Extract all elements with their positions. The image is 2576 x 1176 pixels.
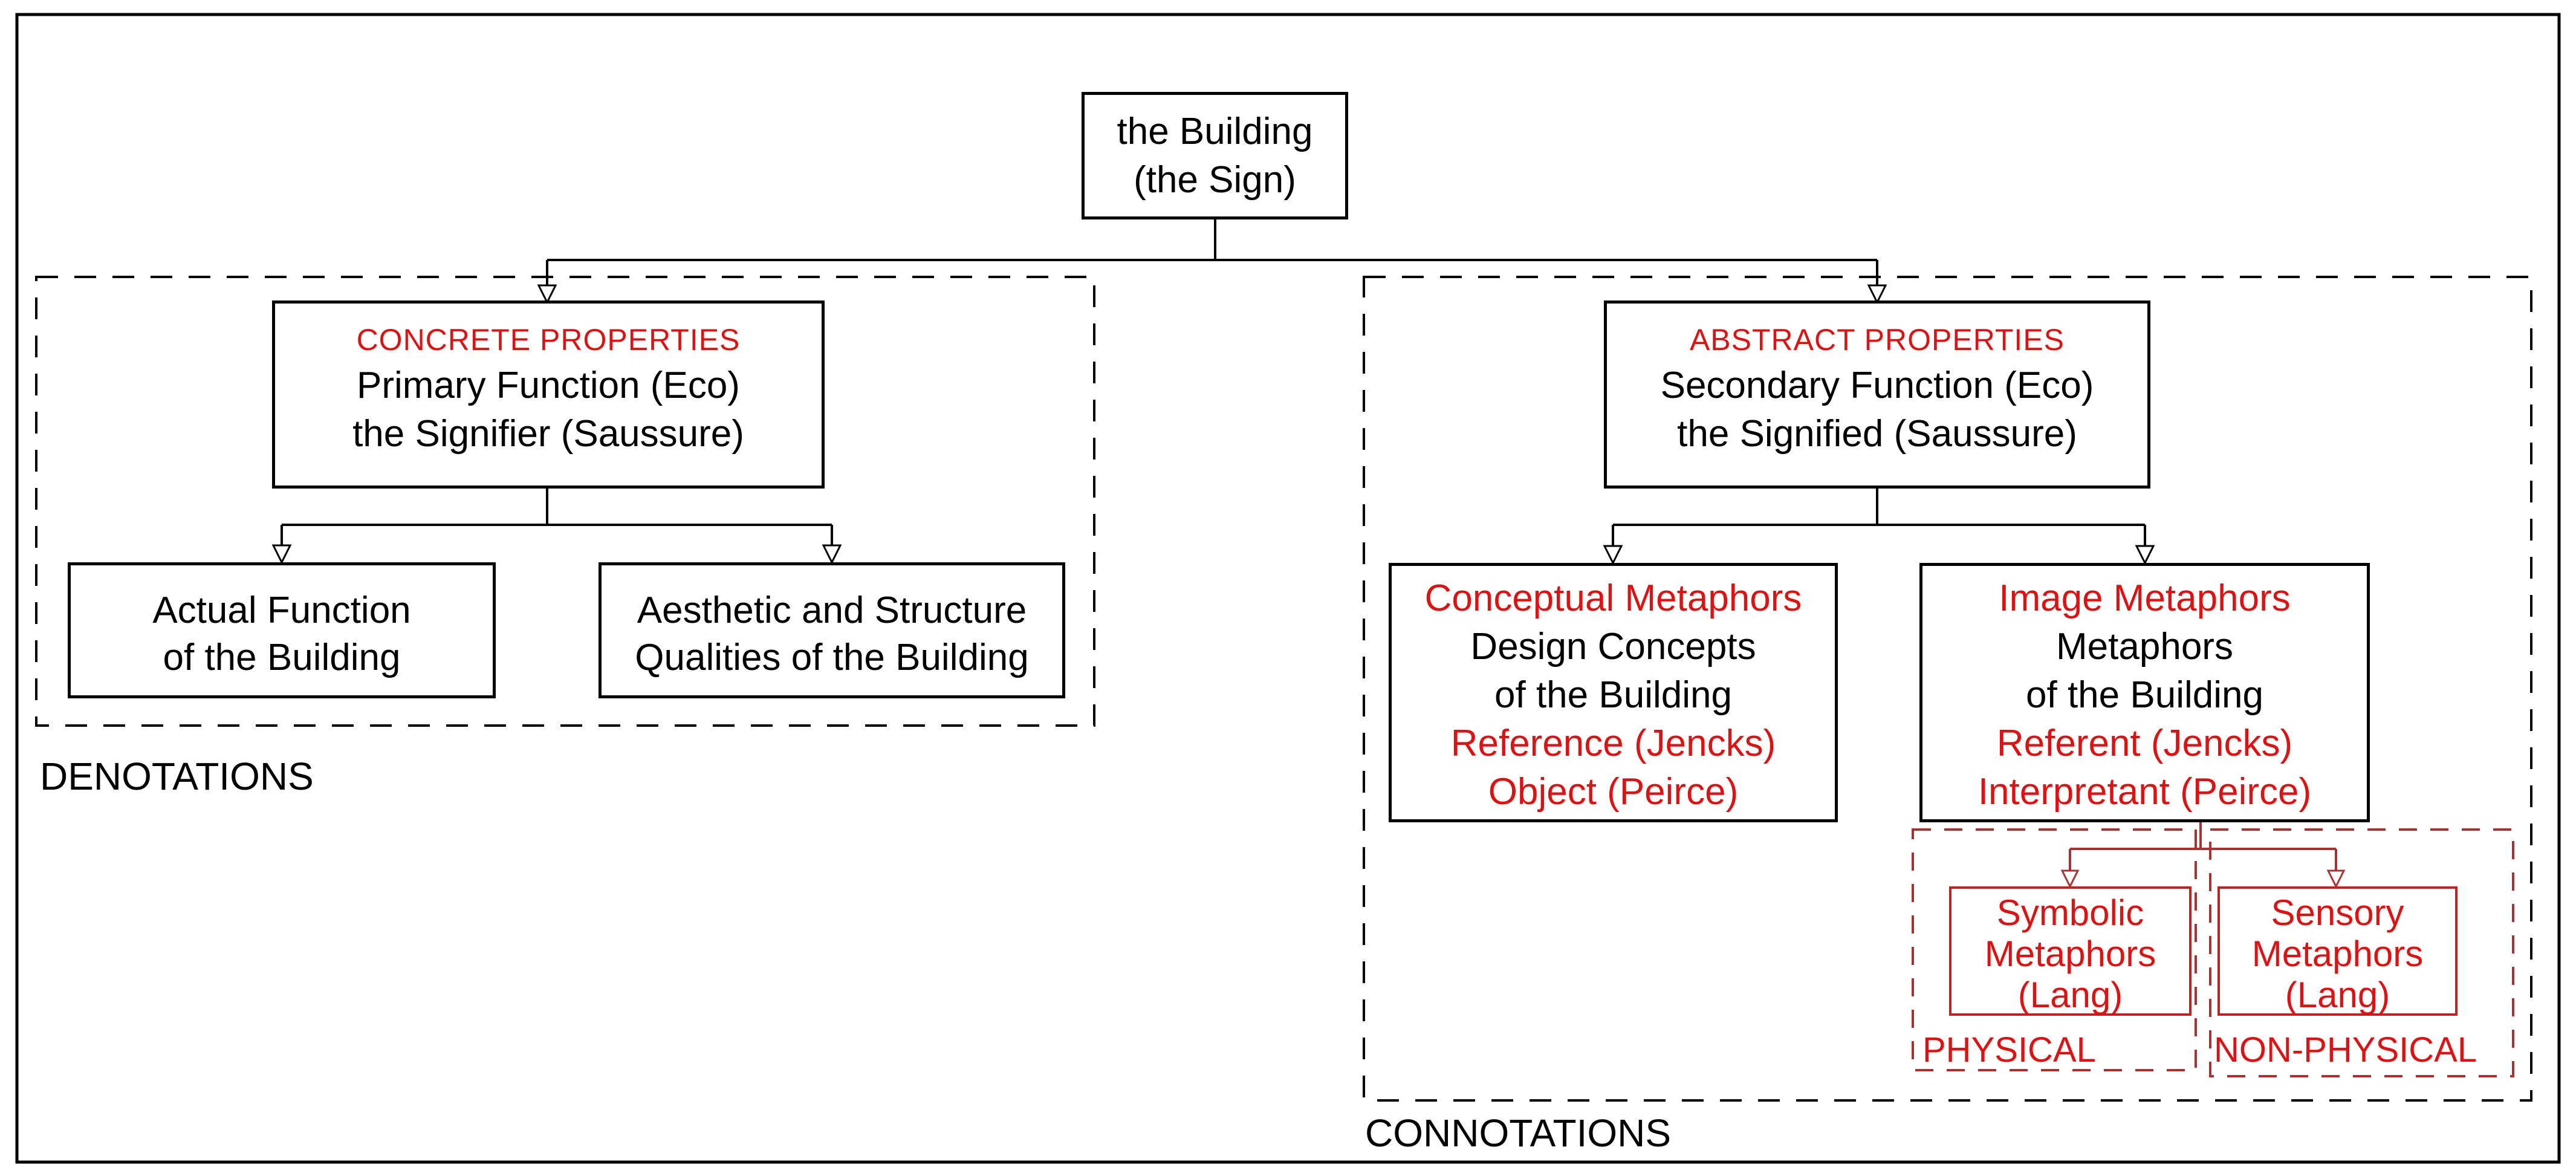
- arrowhead-to-conceptual: [1603, 545, 1623, 565]
- symbolic-line: Metaphors: [1984, 934, 2156, 974]
- metaphors-line: of the Building: [2026, 674, 2263, 716]
- sensory-line: Sensory: [2271, 892, 2404, 933]
- abstract-properties-box: ABSTRACT PROPERTIES Secondary Function (…: [1604, 300, 2150, 489]
- reference-jencks-line: Reference (Jencks): [1450, 723, 1776, 764]
- connotations-dashed-region: [1363, 276, 2532, 1102]
- signifier-line: the Signifier (Saussure): [352, 413, 744, 455]
- non-physical-label: NON-PHYSICAL: [2214, 1030, 2477, 1070]
- arrowhead-to-actual-function: [271, 544, 292, 565]
- actual-function-line: Actual Function: [152, 590, 411, 631]
- aesthetic-qualities-box: Aesthetic and Structure Qualities of the…: [599, 562, 1065, 698]
- image-metaphors-box: Image Metaphors Metaphors of the Buildin…: [1919, 563, 2370, 822]
- arrowhead-to-aesthetic: [822, 544, 842, 565]
- actual-function-box: Actual Function of the Building: [68, 562, 496, 698]
- design-concepts-line: of the Building: [1494, 674, 1732, 716]
- secondary-function-line: Secondary Function (Eco): [1660, 365, 2094, 406]
- symbolic-line: Symbolic: [1996, 892, 2144, 933]
- actual-function-line: of the Building: [163, 637, 401, 678]
- building-sign-line: the Building: [1117, 110, 1313, 152]
- image-branch-connector: [2069, 821, 2337, 871]
- metaphors-line: Metaphors: [2056, 626, 2233, 668]
- arrowhead-to-abstract: [1867, 284, 1887, 305]
- primary-function-line: Primary Function (Eco): [357, 365, 740, 406]
- outer-frame: [15, 13, 2561, 1164]
- arrowhead-to-sensory: [2326, 869, 2346, 889]
- symbolic-metaphors-box: Symbolic Metaphors (Lang): [1949, 886, 2192, 1016]
- abstract-branch-connector: [1612, 489, 2146, 546]
- arrowhead-to-concrete: [537, 284, 557, 305]
- denotations-dashed-region: [35, 276, 1095, 727]
- sensory-line: (Lang): [2285, 975, 2390, 1015]
- referent-jencks-line: Referent (Jencks): [1996, 723, 2293, 764]
- design-concepts-line: Design Concepts: [1470, 626, 1756, 668]
- physical-label: PHYSICAL: [1922, 1030, 2096, 1070]
- image-metaphors-title: Image Metaphors: [1999, 577, 2291, 619]
- arrowhead-to-symbolic: [2060, 869, 2080, 889]
- denotations-label: DENOTATIONS: [40, 755, 314, 798]
- building-sign-line: (the Sign): [1134, 158, 1296, 201]
- signified-line: the Signified (Saussure): [1677, 413, 2077, 455]
- concrete-properties-title: CONCRETE PROPERTIES: [356, 323, 741, 357]
- physical-dashed-region: [1912, 828, 2197, 1071]
- interpretant-peirce-line: Interpretant (Peirce): [1977, 771, 2312, 813]
- symbolic-line: (Lang): [2017, 975, 2123, 1015]
- concrete-properties-box: CONCRETE PROPERTIES Primary Function (Ec…: [272, 300, 825, 489]
- conceptual-metaphors-box: Conceptual Metaphors Design Concepts of …: [1389, 563, 1838, 822]
- trunk-connector: [546, 219, 1878, 285]
- object-peirce-line: Object (Peirce): [1488, 771, 1739, 813]
- abstract-properties-title: ABSTRACT PROPERTIES: [1689, 323, 2065, 357]
- non-physical-dashed-region: [2209, 828, 2514, 1077]
- sensory-line: Metaphors: [2251, 934, 2424, 974]
- concrete-branch-connector: [281, 489, 833, 545]
- arrowhead-to-image: [2135, 545, 2155, 565]
- building-sign-box: the Building (the Sign): [1082, 92, 1348, 219]
- aesthetic-line: Aesthetic and Structure: [637, 590, 1027, 631]
- connotations-label: CONNOTATIONS: [1365, 1111, 1672, 1155]
- sensory-metaphors-box: Sensory Metaphors (Lang): [2218, 886, 2458, 1016]
- conceptual-metaphors-title: Conceptual Metaphors: [1424, 577, 1802, 619]
- aesthetic-line: Qualities of the Building: [635, 637, 1029, 678]
